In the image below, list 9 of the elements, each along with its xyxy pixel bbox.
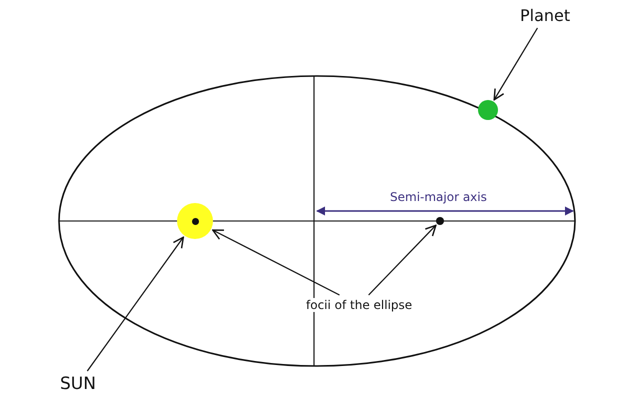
focus-dot <box>436 217 444 225</box>
planet-circle <box>478 100 498 120</box>
arrow <box>368 224 437 296</box>
focii-label: focii of the ellipse <box>306 298 412 312</box>
axis-label: Semi-major axis <box>390 190 487 204</box>
arrow <box>86 236 184 372</box>
arrow <box>494 28 538 100</box>
sun-circle <box>177 203 213 239</box>
arrow <box>212 229 340 296</box>
